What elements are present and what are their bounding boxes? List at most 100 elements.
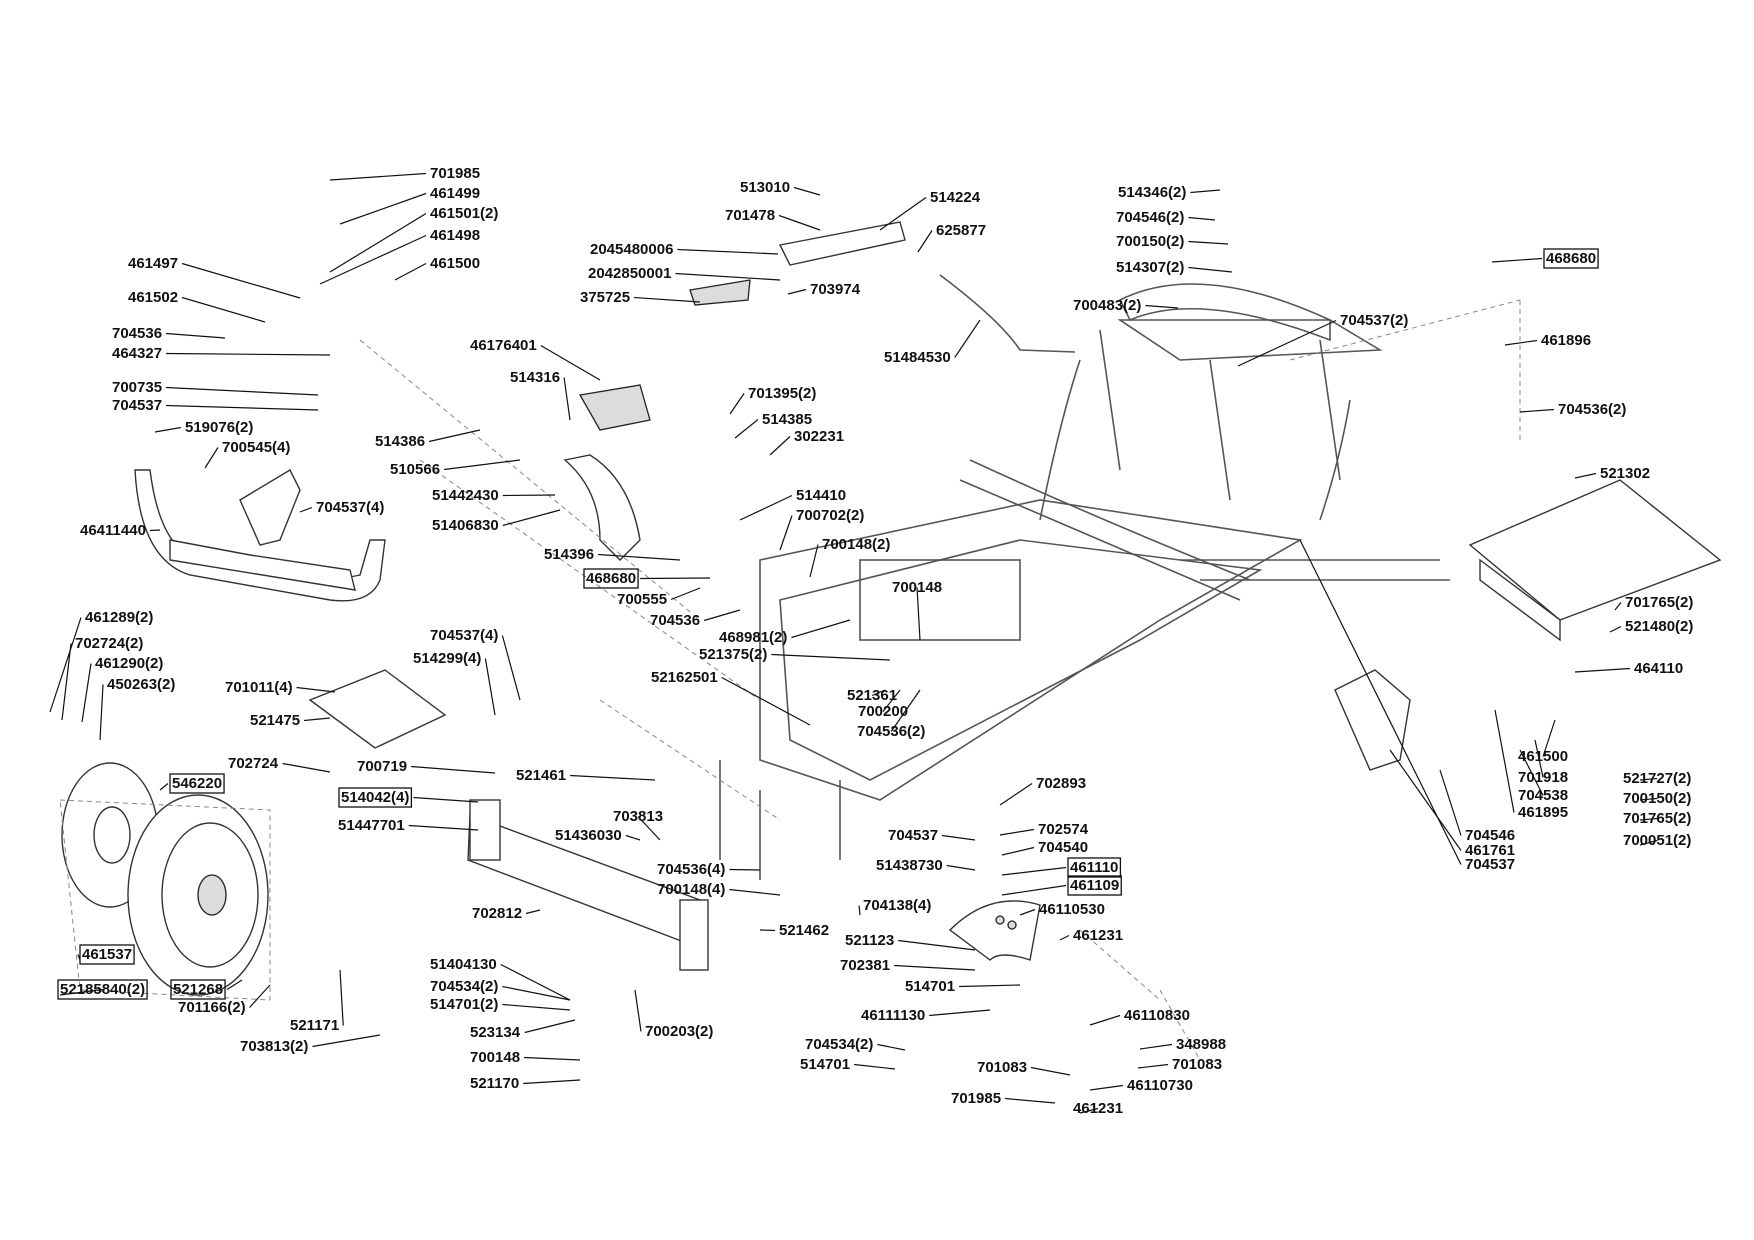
callout-label: 700735 (112, 379, 162, 396)
leader-line (502, 985, 571, 1001)
callout-label: 464110 (1634, 660, 1683, 677)
callout-76: 704537(4) (430, 627, 521, 701)
leader-line (1089, 1084, 1124, 1091)
leader-line (778, 214, 821, 231)
chassis-frame (719, 283, 1450, 880)
steering-sector (948, 900, 1041, 961)
callout-116: 514701 (905, 978, 1021, 995)
callout-48: 704546(2) (1116, 209, 1216, 226)
leader-line (882, 689, 901, 712)
callout-120: 348988 (1139, 1036, 1226, 1053)
leader-line (787, 288, 807, 295)
mudguard-plate (308, 669, 447, 749)
callout-label: 704546(2) (1116, 209, 1184, 226)
callout-42: 521375(2) (699, 646, 891, 663)
callout-84: 51447701 (338, 817, 479, 834)
callout-112: 46110530 (1019, 901, 1105, 918)
callout-33: 704536 (650, 609, 741, 629)
callout-label: 700555 (617, 591, 667, 608)
callout-93: 521268 (170, 979, 243, 1000)
callout-label: 461895 (1518, 804, 1568, 821)
callout-label: 521375(2) (699, 646, 767, 663)
callout-70: 704537 (1299, 539, 1515, 873)
callout-label: 51436030 (555, 827, 622, 844)
leader-line (299, 506, 313, 513)
leader-line (484, 658, 496, 716)
leader-line (1609, 625, 1622, 633)
leader-line (1019, 908, 1036, 916)
callout-109: 461110 (1001, 857, 1122, 878)
callout-label: 468680 (586, 570, 636, 587)
callout-label: 461500 (1518, 748, 1568, 765)
leader-line (339, 192, 427, 225)
callout-label: 521727(2) (1623, 770, 1691, 787)
callout-125: 701985 (951, 1090, 1056, 1107)
leader-line (769, 436, 791, 456)
callout-label: 302231 (794, 428, 844, 445)
leader-line (296, 686, 336, 693)
callout-65: 700150(2) (1623, 790, 1691, 807)
callout-97: 51404130 (430, 956, 571, 1001)
leader-line (59, 988, 103, 996)
callout-label: 701918 (1518, 769, 1568, 786)
callout-64: 521727(2) (1623, 770, 1691, 787)
callout-label: 704537 (112, 397, 162, 414)
leader-line (329, 212, 427, 273)
callout-53: 468680 (1491, 248, 1599, 269)
leader-line (634, 296, 701, 303)
callout-1: 461499 (339, 185, 480, 225)
callout-label: 375725 (580, 289, 630, 306)
callout-29: 51406830 (432, 509, 561, 534)
callout-106: 704537 (888, 827, 976, 844)
callout-61: 701918 (1518, 739, 1568, 786)
callout-88: 700148(4) (657, 881, 781, 898)
callout-55: 704536(2) (1519, 401, 1626, 418)
callout-118: 46110830 (1089, 1007, 1190, 1026)
callout-63: 461895 (1494, 709, 1568, 821)
callout-label: 514701 (905, 978, 955, 995)
callout-34: 701395(2) (729, 385, 816, 415)
callout-56: 521302 (1574, 465, 1650, 482)
callout-17: 701478 (725, 207, 821, 231)
leader-line (703, 609, 741, 622)
leader-line (894, 964, 976, 971)
callout-label: 514701 (800, 1056, 850, 1073)
callout-label: 704537 (1465, 856, 1515, 873)
callout-85: 703813 (613, 808, 663, 841)
callout-72: 702724(2) (61, 635, 143, 721)
callout-label: 704138(4) (863, 897, 931, 914)
callout-91: 461537 (77, 944, 135, 965)
leader-line (166, 404, 319, 411)
callout-label: 521302 (1600, 465, 1650, 482)
callout-label: 701985 (951, 1090, 1001, 1107)
callout-83: 521461 (516, 767, 656, 784)
leader-line (853, 1063, 896, 1070)
callout-label: 461502 (128, 289, 178, 306)
leader-line (809, 544, 819, 578)
callout-label: 521170 (470, 1075, 519, 1092)
callout-3: 461498 (319, 227, 480, 285)
leader-line (999, 828, 1035, 836)
callout-114: 521123 (845, 932, 976, 951)
leader-line (598, 553, 681, 561)
leader-line (637, 816, 661, 841)
callout-label: 450263(2) (107, 676, 175, 693)
leader-line (640, 577, 711, 580)
callout-92: 52185840(2) (57, 979, 148, 1000)
callout-label: 461500 (430, 255, 480, 272)
callout-77: 514299(4) (413, 650, 496, 716)
leader-line (339, 969, 344, 1026)
callout-100: 523134 (470, 1019, 576, 1041)
callout-box (1543, 248, 1599, 269)
leader-line (1614, 602, 1622, 611)
leader-line (1188, 216, 1216, 221)
callout-6: 461502 (128, 289, 266, 323)
callout-label: 700545(4) (222, 439, 290, 456)
callout-label: 701765(2) (1623, 810, 1691, 827)
callout-label: 700051(2) (1623, 832, 1691, 849)
callout-label: 521268 (173, 981, 223, 998)
leader-line (525, 909, 541, 915)
leader-line (1639, 817, 1658, 821)
callout-98: 704534(2) (430, 978, 571, 1001)
callout-86: 51436030 (555, 827, 641, 844)
